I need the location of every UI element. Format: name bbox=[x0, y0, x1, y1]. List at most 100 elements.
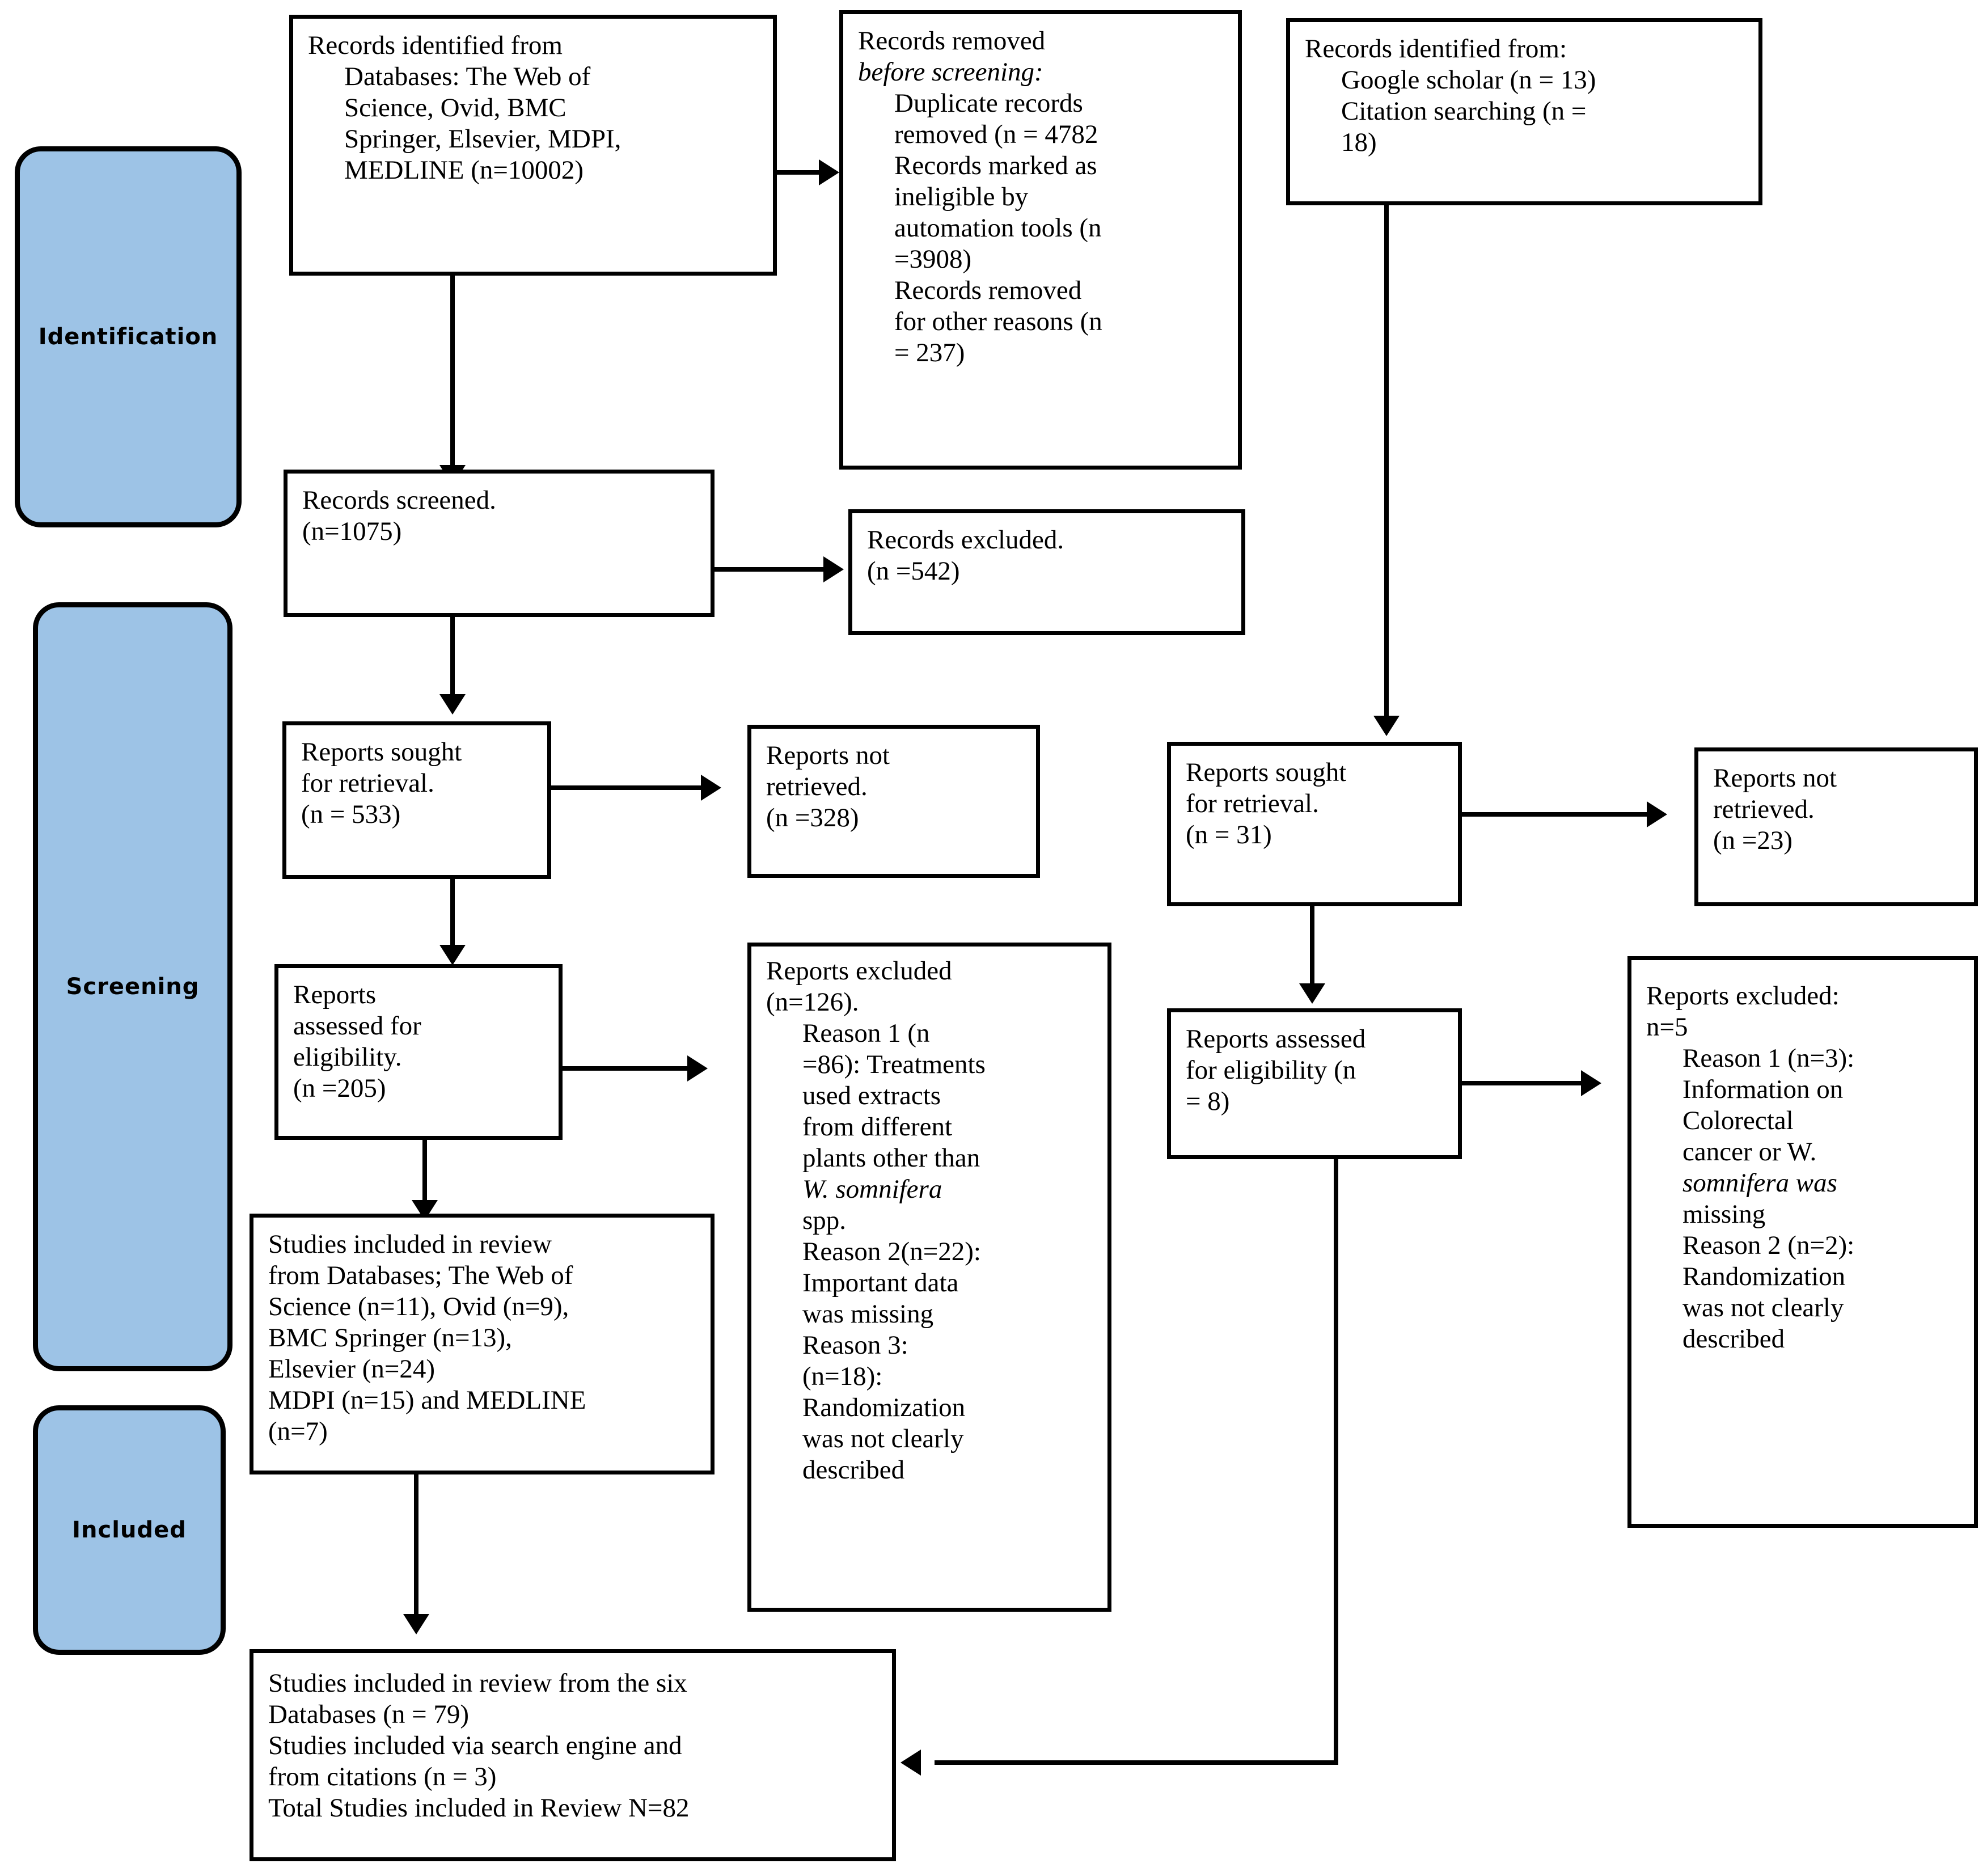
studies-included-db-line-6: MDPI (n=15) and MEDLINE bbox=[268, 1385, 586, 1415]
records-removed-line-2: before screening: bbox=[858, 57, 1043, 87]
reports-sought-db-line-1: Reports sought bbox=[301, 737, 462, 767]
records-identified-db-line-3: Science, Ovid, BMC bbox=[344, 92, 566, 122]
records-removed-line-3: Duplicate records bbox=[894, 88, 1083, 118]
node-reports-excluded-other: Reports excluded: n=5 Reason 1 (n=3): In… bbox=[1627, 956, 1978, 1528]
connector-assessed-other-left-to-total bbox=[935, 1760, 1336, 1765]
arrowhead-included-db-to-total bbox=[403, 1614, 429, 1634]
connector-other-to-sought-other bbox=[1384, 205, 1389, 720]
node-reports-not-retrieved-other: Reports not retrieved. (n =23) bbox=[1694, 747, 1978, 906]
reports-excluded-db-line-11: Important data bbox=[802, 1267, 959, 1298]
reports-excluded-db-line-2: (n=126). bbox=[766, 987, 859, 1017]
records-removed-line-7: automation tools (n bbox=[894, 213, 1102, 243]
reports-sought-db-line-3: (n = 533) bbox=[301, 799, 401, 829]
reports-excluded-db-line-4: =86): Treatments bbox=[802, 1049, 986, 1079]
arrowhead-sought-other-to-not-retrieved bbox=[1647, 801, 1667, 827]
connector-assessed-other-down bbox=[1334, 1159, 1338, 1765]
node-studies-included-databases: Studies included in review from Database… bbox=[250, 1214, 715, 1474]
reports-excluded-db-line-15: Randomization bbox=[802, 1392, 966, 1422]
records-removed-line-6: ineligible by bbox=[894, 181, 1029, 212]
reports-excluded-other-line-7: somnifera was bbox=[1682, 1168, 1837, 1198]
node-reports-not-retrieved-databases: Reports not retrieved. (n =328) bbox=[747, 725, 1040, 878]
records-identified-db-line-2: Databases: The Web of bbox=[344, 61, 591, 91]
reports-not-retrieved-other-line-1: Reports not bbox=[1713, 763, 1837, 793]
reports-excluded-db-line-10: Reason 2(n=22): bbox=[802, 1236, 981, 1266]
records-removed-line-8: =3908) bbox=[894, 244, 972, 274]
connector-assessed-other-to-excluded-other bbox=[1462, 1081, 1583, 1085]
node-records-screened: Records screened. (n=1075) bbox=[284, 470, 715, 617]
reports-excluded-db-line-3: Reason 1 (n bbox=[802, 1018, 930, 1048]
stage-label-included: Included bbox=[72, 1517, 187, 1543]
connector-sought-other-to-not-retrieved bbox=[1462, 812, 1649, 817]
studies-included-total-line-4: from citations (n = 3) bbox=[268, 1761, 497, 1792]
reports-sought-other-line-2: for retrieval. bbox=[1186, 788, 1319, 818]
arrowhead-sought-other-to-assessed-other bbox=[1299, 983, 1325, 1004]
arrowhead-other-to-sought-other bbox=[1373, 716, 1400, 736]
studies-included-db-line-5: Elsevier (n=24) bbox=[268, 1354, 436, 1384]
reports-assessed-db-line-1: Reports bbox=[293, 980, 377, 1009]
reports-assessed-db-line-4: (n =205) bbox=[293, 1073, 386, 1103]
arrowhead-identified-to-removed bbox=[819, 159, 839, 185]
node-reports-sought-databases: Reports sought for retrieval. (n = 533) bbox=[282, 721, 551, 879]
connector-assessed-db-to-excluded-db bbox=[563, 1066, 690, 1071]
node-reports-assessed-databases: Reports assessed for eligibility. (n =20… bbox=[274, 964, 563, 1140]
connector-screened-to-excluded bbox=[715, 567, 826, 572]
reports-excluded-db-line-13: Reason 3: bbox=[802, 1330, 908, 1360]
reports-excluded-other-line-4: Information on bbox=[1682, 1074, 1844, 1104]
reports-excluded-other-line-9: Reason 2 (n=2): bbox=[1682, 1230, 1855, 1260]
reports-sought-other-line-3: (n = 31) bbox=[1186, 819, 1272, 850]
reports-excluded-db-line-12: was missing bbox=[802, 1299, 934, 1329]
stage-label-screening: Screening bbox=[66, 974, 200, 1000]
arrowhead-sought-db-to-not-retrieved bbox=[701, 775, 721, 801]
reports-assessed-other-line-3: = 8) bbox=[1186, 1086, 1230, 1116]
studies-included-total-line-2: Databases (n = 79) bbox=[268, 1699, 470, 1729]
reports-not-retrieved-other-line-3: (n =23) bbox=[1713, 825, 1793, 855]
node-reports-assessed-other: Reports assessed for eligibility (n = 8) bbox=[1167, 1008, 1462, 1159]
reports-not-retrieved-other-line-2: retrieved. bbox=[1713, 794, 1815, 824]
studies-included-total-line-5: Total Studies included in Review N=82 bbox=[268, 1793, 690, 1823]
reports-excluded-db-line-6: from different bbox=[802, 1112, 953, 1142]
reports-excluded-other-line-6: cancer or W. bbox=[1682, 1136, 1817, 1167]
reports-excluded-other-line-1: Reports excluded: bbox=[1646, 981, 1840, 1011]
records-removed-line-11: = 237) bbox=[894, 337, 965, 367]
reports-excluded-db-line-16: was not clearly bbox=[802, 1423, 964, 1454]
reports-excluded-db-line-14: (n=18): bbox=[802, 1361, 883, 1391]
studies-included-db-line-1: Studies included in review bbox=[268, 1229, 552, 1259]
connector-sought-db-to-assessed-db bbox=[450, 879, 455, 947]
records-identified-other-line-4: 18) bbox=[1341, 127, 1377, 157]
reports-assessed-other-line-2: for eligibility (n bbox=[1186, 1055, 1356, 1085]
reports-excluded-db-line-7: plants other than bbox=[802, 1143, 980, 1173]
studies-included-db-line-7: (n=7) bbox=[268, 1416, 328, 1446]
reports-excluded-db-line-5: used extracts bbox=[802, 1080, 941, 1110]
reports-excluded-db-line-17: described bbox=[802, 1455, 905, 1485]
node-reports-excluded-databases: Reports excluded (n=126). Reason 1 (n =8… bbox=[747, 943, 1111, 1612]
connector-assessed-db-to-included-db bbox=[422, 1140, 427, 1202]
reports-assessed-db-line-2: assessed for bbox=[293, 1011, 421, 1041]
arrowhead-assessed-db-to-excluded-db bbox=[687, 1055, 708, 1081]
reports-assessed-db-line-3: eligibility. bbox=[293, 1042, 402, 1072]
reports-excluded-other-line-2: n=5 bbox=[1646, 1012, 1688, 1042]
reports-excluded-db-line-9: spp. bbox=[802, 1205, 847, 1235]
node-records-identified-databases: Records identified from Databases: The W… bbox=[289, 15, 777, 276]
reports-not-retrieved-db-line-1: Reports not bbox=[766, 741, 890, 770]
node-records-identified-other: Records identified from: Google scholar … bbox=[1286, 18, 1762, 205]
connector-included-db-to-total bbox=[414, 1474, 418, 1616]
reports-excluded-other-line-3: Reason 1 (n=3): bbox=[1682, 1043, 1855, 1073]
studies-included-db-line-2: from Databases; The Web of bbox=[268, 1260, 573, 1290]
records-removed-line-1: Records removed bbox=[858, 26, 1046, 56]
records-removed-line-9: Records removed bbox=[894, 275, 1082, 305]
studies-included-db-line-4: BMC Springer (n=13), bbox=[268, 1323, 512, 1353]
records-identified-other-line-2: Google scholar (n = 13) bbox=[1341, 65, 1596, 95]
studies-included-db-line-3: Science (n=11), Ovid (n=9), bbox=[268, 1291, 569, 1321]
reports-not-retrieved-db-line-2: retrieved. bbox=[766, 771, 868, 801]
connector-sought-other-to-assessed-other bbox=[1310, 906, 1314, 986]
records-identified-db-line-5: MEDLINE (n=10002) bbox=[344, 155, 584, 185]
records-screened-line-2: (n=1075) bbox=[302, 516, 402, 546]
reports-excluded-other-line-10: Randomization bbox=[1682, 1261, 1846, 1291]
records-excluded-line-2: (n =542) bbox=[867, 556, 960, 586]
records-identified-other-line-3: Citation searching (n = bbox=[1341, 96, 1587, 126]
connector-sought-db-to-not-retrieved bbox=[551, 785, 703, 790]
arrowhead-assessed-other-to-excluded-other bbox=[1581, 1070, 1601, 1096]
node-reports-sought-other: Reports sought for retrieval. (n = 31) bbox=[1167, 742, 1462, 906]
records-screened-line-1: Records screened. bbox=[302, 485, 496, 515]
